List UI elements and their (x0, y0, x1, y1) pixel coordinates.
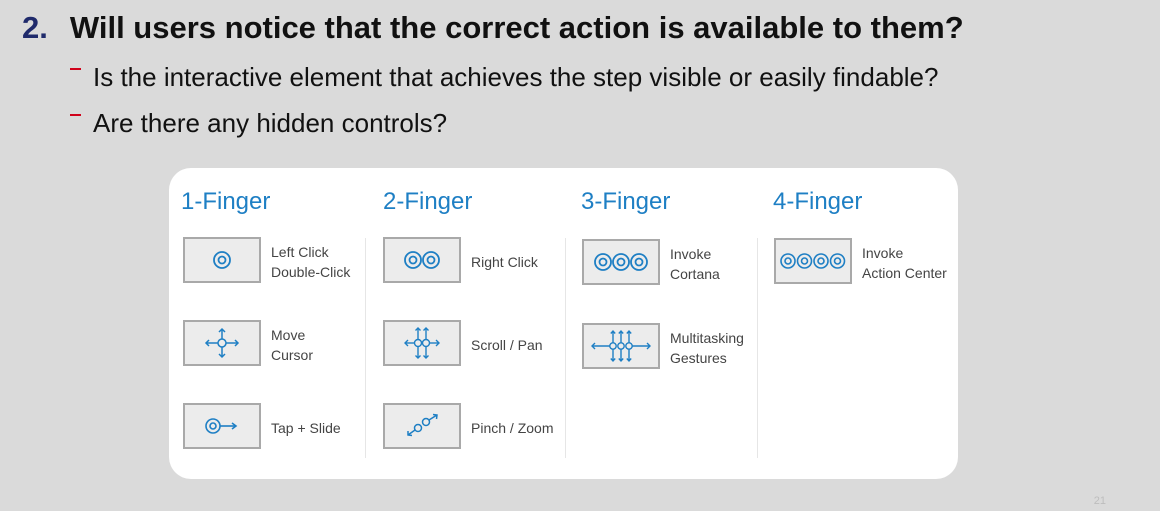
column-divider (757, 238, 758, 458)
three-finger-tap-icon (582, 239, 660, 285)
bullet-item: Is the interactive element that achieves… (70, 62, 938, 93)
four-finger-tap-icon (774, 238, 852, 284)
heading-number: 2. (22, 10, 48, 45)
bullet-text: Is the interactive element that achieves… (93, 62, 939, 92)
dash-bullet-icon (70, 114, 81, 116)
gesture-tap-slide: Tap + Slide (183, 403, 373, 453)
page-number: 21 (1093, 495, 1106, 507)
two-finger-tap-icon (383, 237, 461, 283)
gesture-panel: 1-Finger 2-Finger 3-Finger 4-Finger Left… (169, 168, 958, 479)
gesture-right-click: Right Click (383, 237, 563, 287)
tap-slide-icon (183, 403, 261, 449)
column-title-1-finger: 1-Finger (181, 188, 271, 215)
pinch-zoom-icon (383, 403, 461, 449)
gesture-label: Tap + Slide (271, 420, 341, 436)
gesture-label: Scroll / Pan (471, 337, 543, 353)
column-divider (365, 238, 366, 458)
multitasking-icon (582, 323, 660, 369)
bullet-text: Are there any hidden controls? (93, 108, 448, 138)
bullet-item: Are there any hidden controls? (70, 108, 447, 139)
one-finger-tap-icon (183, 237, 261, 283)
column-title-2-finger: 2-Finger (383, 188, 473, 215)
gesture-scroll-pan: Scroll / Pan (383, 320, 563, 370)
gesture-pinch-zoom: Pinch / Zoom (383, 403, 563, 453)
gesture-label: Right Click (471, 254, 538, 270)
heading-text: Will users notice that the correct actio… (69, 10, 964, 45)
move-cursor-icon (183, 320, 261, 366)
slide-heading: 2. Will users notice that the correct act… (22, 10, 964, 46)
gesture-label: Pinch / Zoom (471, 420, 554, 436)
column-title-3-finger: 3-Finger (581, 188, 671, 215)
scroll-pan-icon (383, 320, 461, 366)
column-title-4-finger: 4-Finger (773, 188, 863, 215)
column-divider (565, 238, 566, 458)
dash-bullet-icon (70, 68, 81, 70)
